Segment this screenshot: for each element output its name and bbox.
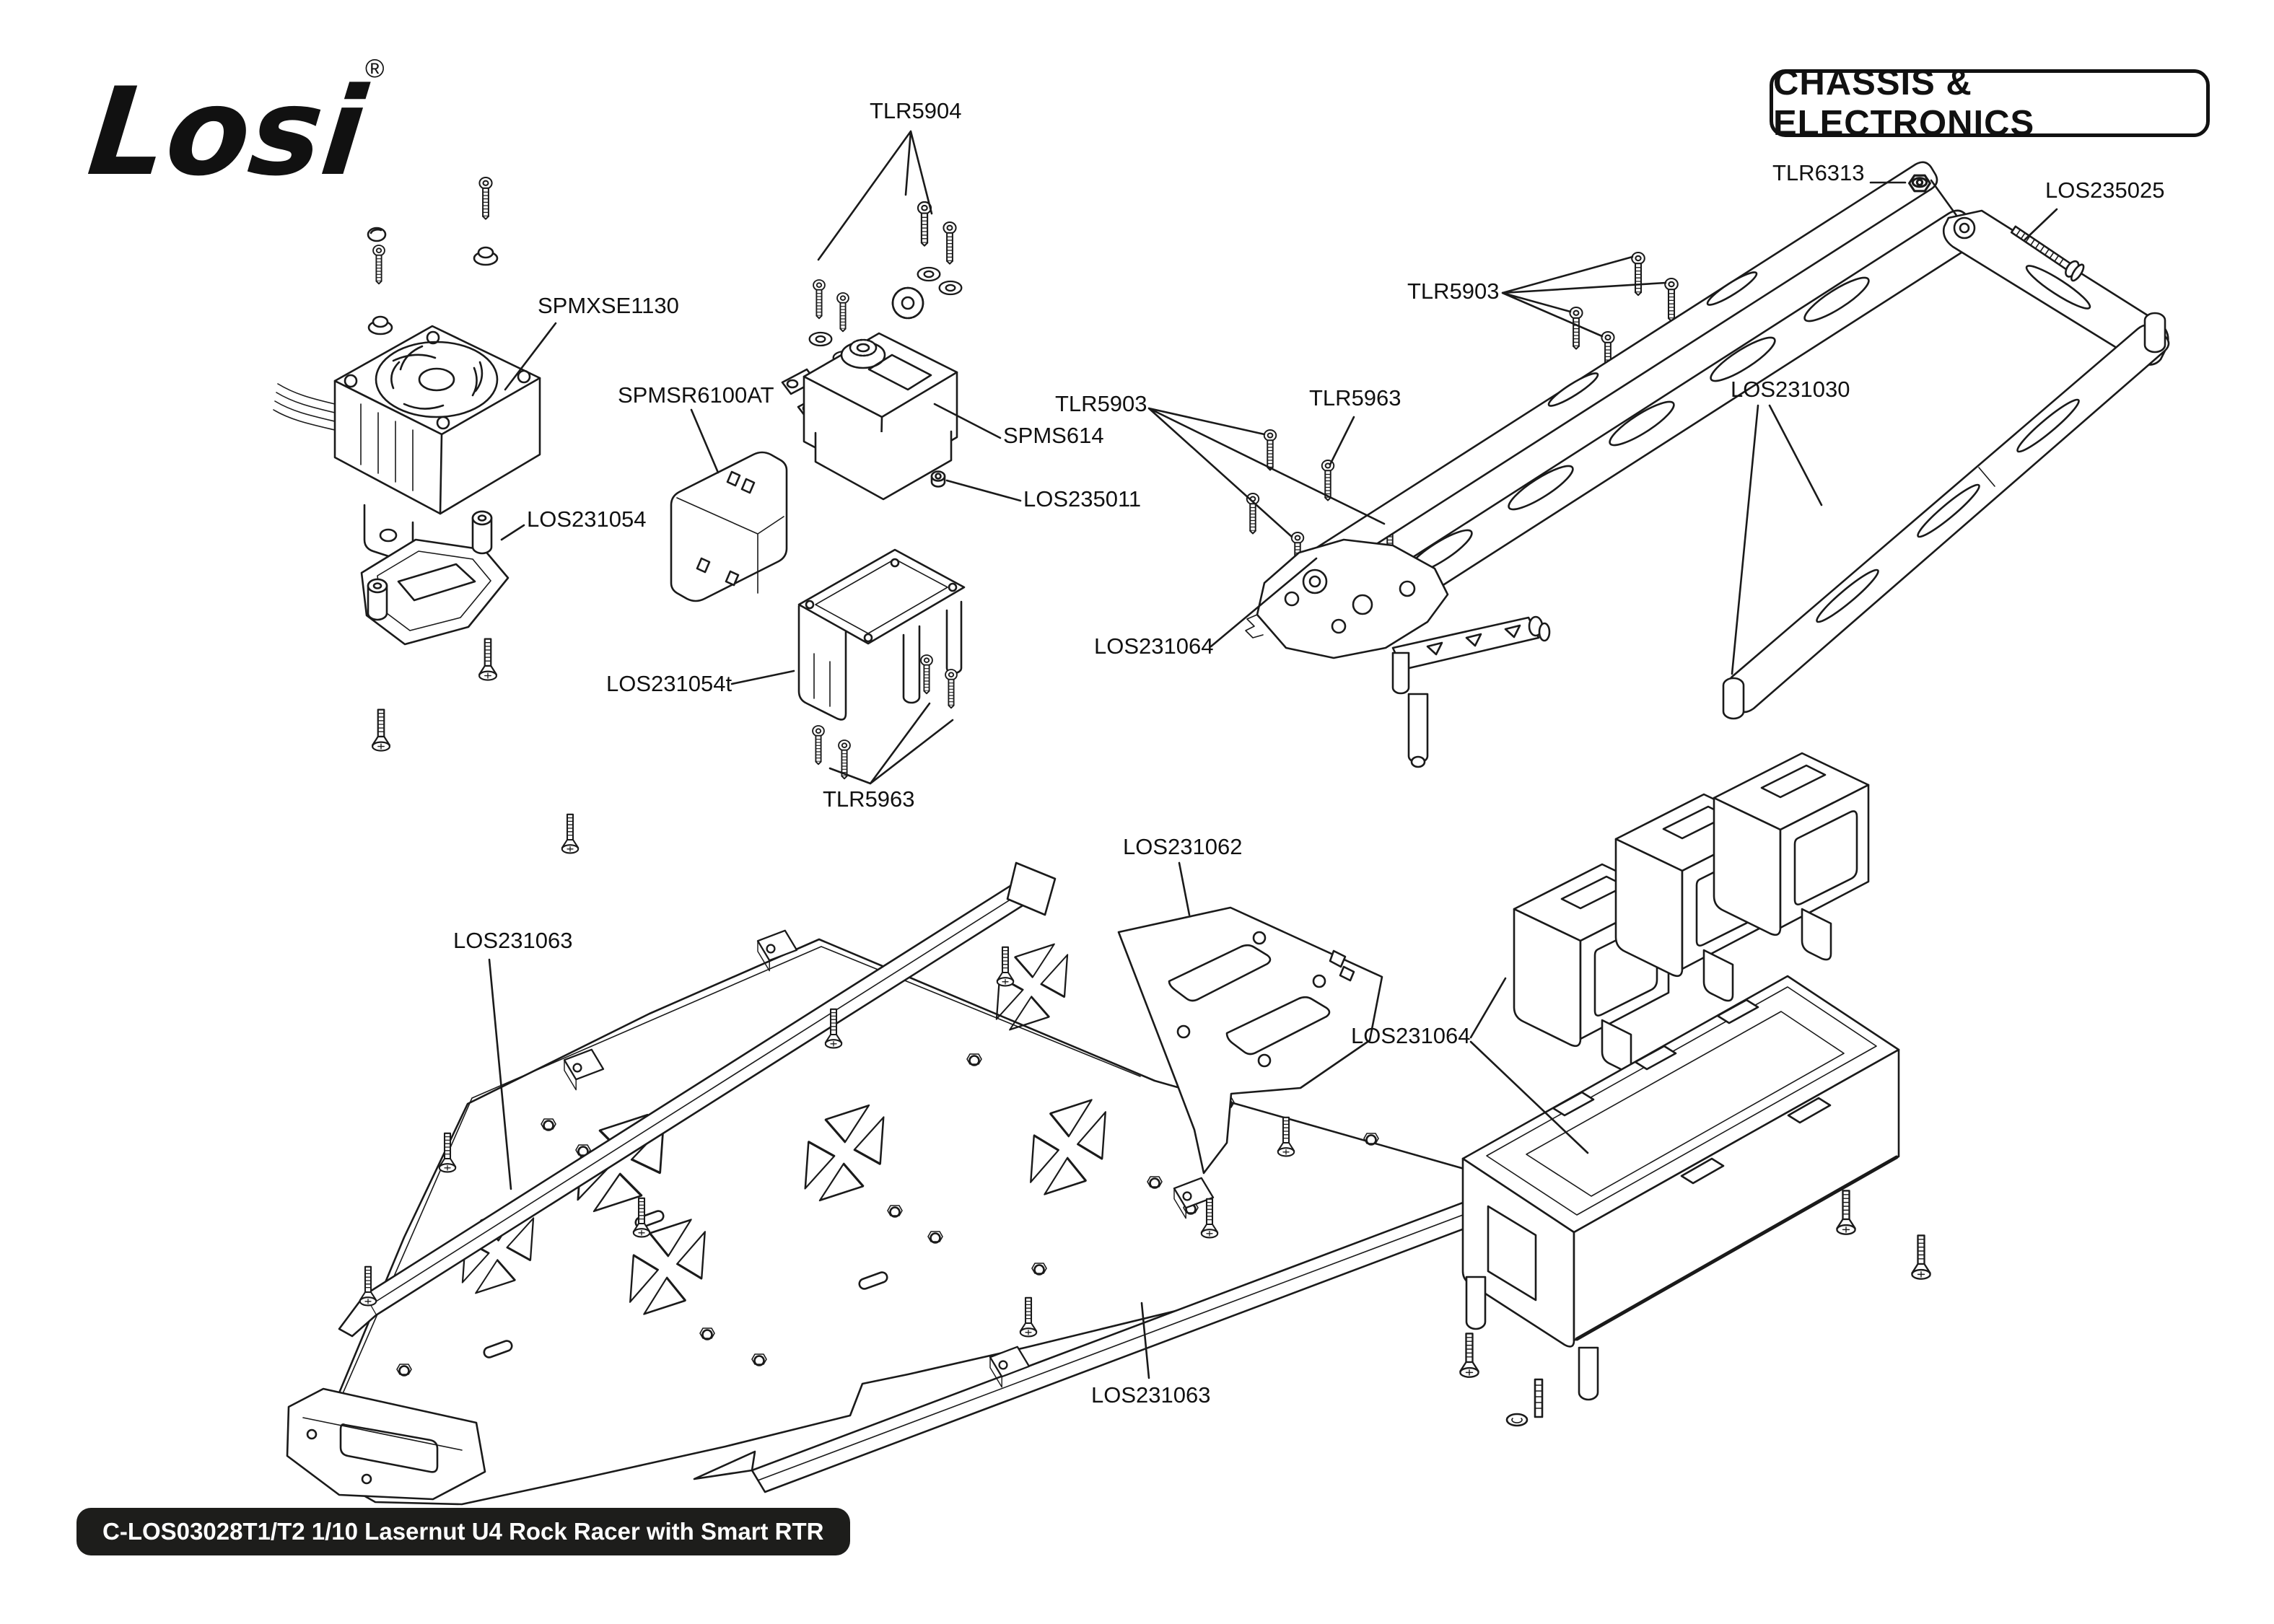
footer-model-code: C-LOS03028T1/T2 1/10 Lasernut U4 Rock Ra… — [76, 1508, 850, 1555]
servo-tray — [797, 548, 966, 780]
part-label-spmsr6100at: SPMSR6100AT — [618, 382, 774, 408]
part-label-spmxse1130: SPMXSE1130 — [538, 293, 679, 318]
part-label-los231064: LOS231064 — [1351, 1023, 1471, 1048]
main-chassis-plate — [286, 938, 1530, 1506]
page-title: CHASSIS & ELECTRONICS — [1770, 63, 2210, 143]
part-label-tlr5903: TLR5903 — [1055, 391, 1147, 416]
losi-logo: Losi ® — [78, 53, 387, 242]
page-title-text: CHASSIS & ELECTRONICS — [1773, 63, 2035, 143]
receiver-box — [670, 451, 788, 602]
part-label-los231054: LOS231054 — [527, 506, 647, 532]
esc-mount — [360, 510, 510, 752]
part-label-tlr5963: TLR5963 — [1309, 385, 1401, 411]
part-label-los231064: LOS231064 — [1094, 633, 1214, 659]
part-label-los231054t: LOS231054t — [606, 671, 733, 696]
part-label-tlr5903: TLR5903 — [1407, 278, 1500, 304]
logo-swoosh-dot — [367, 227, 387, 242]
registered-mark: ® — [365, 53, 385, 83]
servo-assembly — [781, 201, 963, 501]
part-label-tlr6313: TLR6313 — [1772, 160, 1865, 185]
top-plate — [1117, 906, 1383, 1175]
side-rail-upper — [338, 813, 1057, 1338]
part-label-los231063: LOS231063 — [1091, 1382, 1211, 1408]
losi-logo-text: Losi — [82, 61, 373, 202]
part-label-los235025: LOS235025 — [2045, 177, 2165, 203]
part-label-tlr5963: TLR5963 — [823, 786, 915, 812]
part-label-tlr5904: TLR5904 — [870, 98, 962, 123]
part-label-los231063: LOS231063 — [453, 928, 573, 953]
part-label-los235011: LOS235011 — [1023, 486, 1142, 512]
part-label-los231030: LOS231030 — [1731, 377, 1850, 402]
part-label-los231062: LOS231062 — [1123, 834, 1243, 859]
part-label-spms614: SPMS614 — [1003, 423, 1104, 448]
leader-lines — [488, 130, 2058, 1379]
battery-box-assembly — [1459, 752, 1931, 1427]
footer-model-code-text: C-LOS03028T1/T2 1/10 Lasernut U4 Rock Ra… — [102, 1518, 824, 1545]
arm-los231030 — [1722, 312, 2170, 720]
